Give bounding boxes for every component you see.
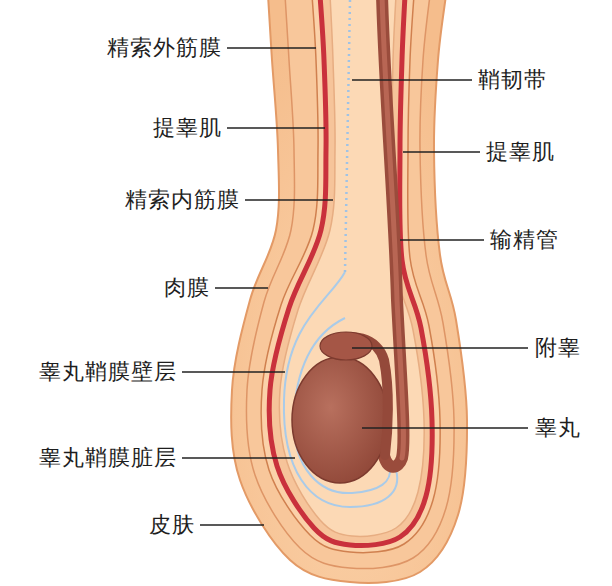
leader-line xyxy=(403,151,480,153)
part-label: 睾丸 xyxy=(535,415,581,440)
parietal-tunica xyxy=(284,272,397,507)
leader-line xyxy=(182,457,295,459)
leader-line xyxy=(352,347,528,349)
skin-layer xyxy=(231,0,467,583)
part-label: 精索外筋膜 xyxy=(107,35,222,60)
part-label: 输精管 xyxy=(490,227,559,252)
dartos-layer xyxy=(246,0,454,569)
leader-line xyxy=(227,47,316,49)
cremaster-muscle xyxy=(269,0,432,546)
testis xyxy=(292,357,388,483)
part-label: 肉膜 xyxy=(164,275,210,300)
external-spermatic-fascia xyxy=(261,0,440,553)
part-label: 精索内筋膜 xyxy=(125,187,240,212)
leader-lines xyxy=(182,48,528,525)
leader-line xyxy=(215,287,268,289)
part-label: 睾丸鞘膜脏层 xyxy=(39,445,177,470)
part-label: 睾丸鞘膜壁层 xyxy=(39,359,177,384)
part-label: 附睾 xyxy=(535,335,581,360)
leader-line xyxy=(362,427,528,429)
leader-line xyxy=(227,127,325,129)
vaginal-ligament xyxy=(345,0,350,272)
leader-line xyxy=(245,199,333,201)
part-label: 提睾肌 xyxy=(486,139,555,164)
part-label: 鞘韧带 xyxy=(478,67,547,92)
leader-line xyxy=(200,524,264,526)
leader-line xyxy=(400,239,484,241)
part-label: 提睾肌 xyxy=(153,115,222,140)
leader-line xyxy=(182,371,285,373)
part-label: 皮肤 xyxy=(149,512,195,537)
leader-line xyxy=(352,79,472,81)
epididymis-head xyxy=(320,332,372,360)
